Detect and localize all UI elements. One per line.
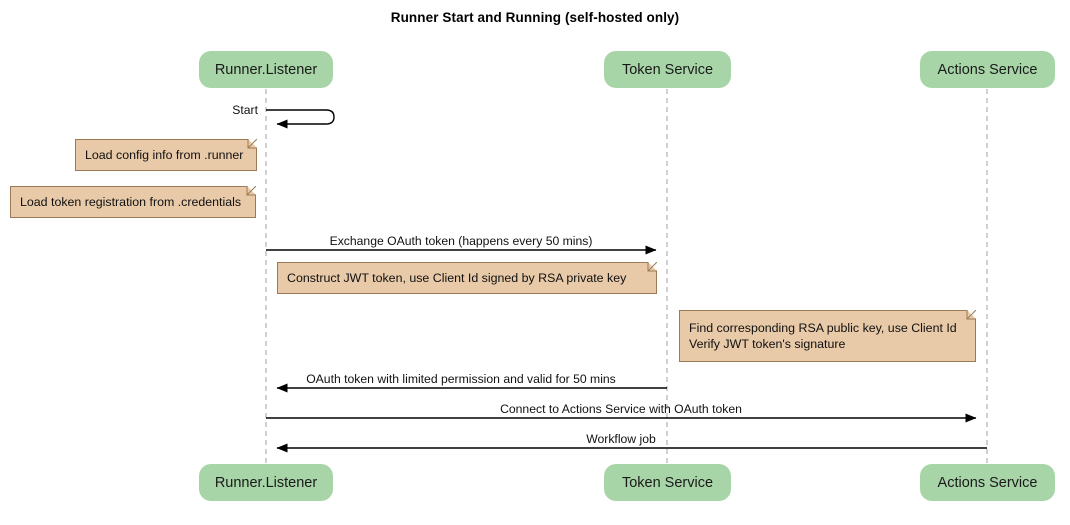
participant-label: Runner.Listener [214,474,318,491]
note-load-token-registration: Load token registration from .credential… [10,186,256,218]
message-label-oauth-token-return: OAuth token with limited permission and … [306,372,616,386]
page-title: Runner Start and Running (self-hosted on… [390,10,680,25]
participant-actions-service-bottom[interactable]: Actions Service [920,464,1055,501]
note-load-config: Load config info from .runner [75,139,257,171]
participant-label: Runner.Listener [214,61,318,78]
note-text: Load config info from .runner [85,148,244,162]
note-fold-lines [247,139,257,149]
message-label-workflow-job: Workflow job [586,432,656,446]
participant-runner-listener-bottom[interactable]: Runner.Listener [199,464,333,501]
participant-label: Token Service [621,61,714,78]
note-verify-jwt: Find corresponding RSA public key, use C… [679,310,976,362]
note-text: Construct JWT token, use Client Id signe… [287,271,627,285]
note-fold-lines [647,262,657,272]
participant-actions-service-top[interactable]: Actions Service [920,51,1055,88]
message-label-exchange-oauth: Exchange OAuth token (happens every 50 m… [329,234,593,248]
participant-runner-listener-top[interactable]: Runner.Listener [199,51,333,88]
message-label-connect-actions: Connect to Actions Service with OAuth to… [500,402,742,416]
note-text: Load token registration from .credential… [20,195,242,209]
note-fold-lines [246,186,256,196]
participant-token-service-bottom[interactable]: Token Service [604,464,731,501]
message-start-self-loop [266,109,335,129]
participant-label: Actions Service [937,474,1038,491]
participant-label: Actions Service [937,61,1038,78]
note-text: Find corresponding RSA public key, use C… [689,321,957,351]
message-label-start: Start [232,103,258,117]
note-construct-jwt: Construct JWT token, use Client Id signe… [277,262,657,294]
note-fold-lines [966,310,976,320]
participant-token-service-top[interactable]: Token Service [604,51,731,88]
participant-label: Token Service [621,474,714,491]
